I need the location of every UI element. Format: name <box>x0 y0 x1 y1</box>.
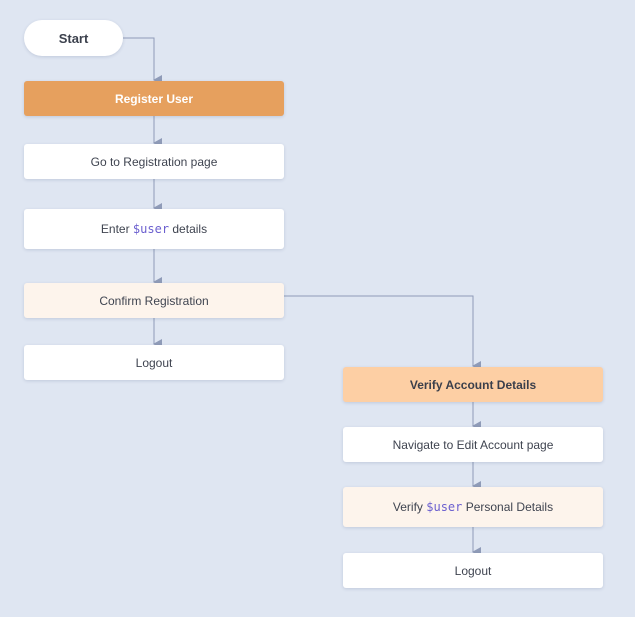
register-user-node: Register User <box>24 81 284 116</box>
register-user-label: Register User <box>114 91 194 106</box>
connector-start-register <box>123 37 162 85</box>
enter-user-details-node: Enter $user details <box>24 209 284 249</box>
verify-personal-prefix: Verify <box>392 500 427 514</box>
go-to-registration-node: Go to Registration page <box>24 144 284 179</box>
confirm-registration-label: Confirm Registration <box>99 293 209 308</box>
enter-details-variable: $user <box>132 222 170 236</box>
start-node: Start <box>24 20 123 56</box>
enter-details-suffix: details <box>169 222 208 236</box>
logout-node-left: Logout <box>24 345 284 380</box>
verify-personal-details-node: Verify $user Personal Details <box>343 487 603 527</box>
logout-node-right: Logout <box>343 553 603 588</box>
verify-personal-variable: $user <box>426 500 463 514</box>
start-node-label: Start <box>58 30 89 46</box>
logout-label-left: Logout <box>135 355 173 370</box>
connector-confirm-verify-account <box>284 295 481 371</box>
verify-personal-suffix: Personal Details <box>462 500 554 514</box>
navigate-edit-account-node: Navigate to Edit Account page <box>343 427 603 462</box>
logout-label-right: Logout <box>454 563 492 578</box>
enter-details-prefix: Enter <box>100 222 133 236</box>
verify-account-details-node: Verify Account Details <box>343 367 603 402</box>
verify-account-details-label: Verify Account Details <box>409 377 537 392</box>
go-to-registration-label: Go to Registration page <box>90 154 218 169</box>
navigate-edit-account-label: Navigate to Edit Account page <box>392 437 554 452</box>
confirm-registration-node: Confirm Registration <box>24 283 284 318</box>
